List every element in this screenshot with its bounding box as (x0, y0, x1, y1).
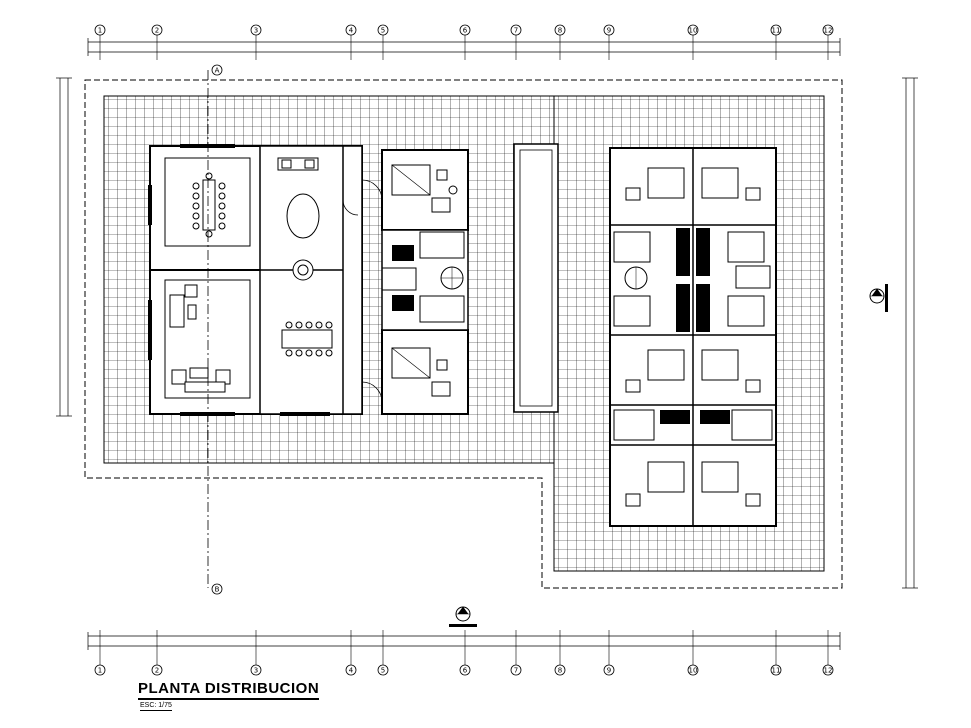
svg-text:5: 5 (381, 667, 385, 675)
svg-text:1: 1 (98, 27, 102, 35)
dimension-bottom (87, 632, 841, 650)
axis-bubble-bottom-6: 6 (459, 664, 471, 676)
svg-text:7: 7 (514, 667, 518, 675)
axis-bubble-top-8: 8 (554, 24, 566, 36)
svg-text:7: 7 (514, 27, 518, 35)
bedroom-wing-right (609, 147, 777, 527)
pool-strip (513, 143, 559, 413)
axis-bubble-bottom-10: 10 (687, 664, 699, 676)
dimension-left (56, 77, 72, 417)
living-furniture (164, 279, 251, 399)
svg-text:5: 5 (381, 27, 385, 35)
axis-bubble-row-A: A (211, 64, 223, 76)
axis-bubble-bottom-5: 5 (377, 664, 389, 676)
axis-bubble-bottom-8: 8 (554, 664, 566, 676)
svg-text:10: 10 (689, 27, 698, 35)
svg-text:8: 8 (558, 27, 562, 35)
section-mark-right (869, 284, 888, 312)
svg-text:2: 2 (155, 667, 159, 675)
axis-bubble-bottom-9: 9 (603, 664, 615, 676)
main-house-block (148, 144, 363, 416)
axis-bubble-top-5: 5 (377, 24, 389, 36)
svg-text:6: 6 (463, 667, 468, 675)
axis-bubble-top-4: 4 (345, 24, 357, 36)
axis-bubble-bottom-12: 12 (822, 664, 834, 676)
svg-text:2: 2 (155, 27, 159, 35)
axis-bubble-top-10: 10 (687, 24, 699, 36)
axis-bubble-top-9: 9 (603, 24, 615, 36)
axis-bubble-bottom-2: 2 (151, 664, 163, 676)
svg-text:9: 9 (607, 27, 611, 35)
axis-bubbles-rows: AB (211, 64, 223, 595)
svg-text:11: 11 (772, 667, 781, 675)
svg-text:10: 10 (689, 667, 698, 675)
axis-bubble-top-1: 1 (94, 24, 106, 36)
axis-bubble-bottom-11: 11 (770, 664, 782, 676)
dining-table (281, 321, 333, 357)
axis-bubble-bottom-7: 7 (510, 664, 522, 676)
axis-bubble-top-12: 12 (822, 24, 834, 36)
svg-text:4: 4 (349, 27, 354, 35)
svg-text:3: 3 (254, 667, 258, 675)
svg-text:12: 12 (824, 667, 833, 675)
svg-text:B: B (215, 586, 220, 594)
axis-bubble-top-2: 2 (151, 24, 163, 36)
svg-text:12: 12 (824, 27, 833, 35)
dimension-top (87, 38, 841, 56)
svg-text:9: 9 (607, 667, 611, 675)
drawing-title: PLANTA DISTRIBUCION (138, 681, 320, 700)
axis-bubble-top-6: 6 (459, 24, 471, 36)
svg-text:3: 3 (254, 27, 258, 35)
axis-bubble-top-11: 11 (770, 24, 782, 36)
axis-bubble-row-B: B (211, 583, 223, 595)
section-mark-bottom (449, 606, 477, 627)
kitchen-fixtures (277, 157, 320, 281)
roof-outline-dashed (84, 79, 843, 589)
axis-bubble-bottom-1: 1 (94, 664, 106, 676)
axis-bubble-bottom-4: 4 (345, 664, 357, 676)
svg-text:A: A (215, 67, 220, 75)
drawing-scale: ESC: 1/75 (140, 702, 172, 711)
svg-text:4: 4 (349, 667, 354, 675)
axis-bubble-top-7: 7 (510, 24, 522, 36)
svg-text:1: 1 (98, 667, 102, 675)
axis-bubble-top-3: 3 (250, 24, 262, 36)
dimension-right (902, 77, 918, 589)
meeting-table (164, 157, 251, 247)
bedroom-wing-center (381, 149, 469, 415)
svg-text:8: 8 (558, 667, 562, 675)
svg-text:11: 11 (772, 27, 781, 35)
axis-bubble-bottom-3: 3 (250, 664, 262, 676)
svg-text:6: 6 (463, 27, 468, 35)
